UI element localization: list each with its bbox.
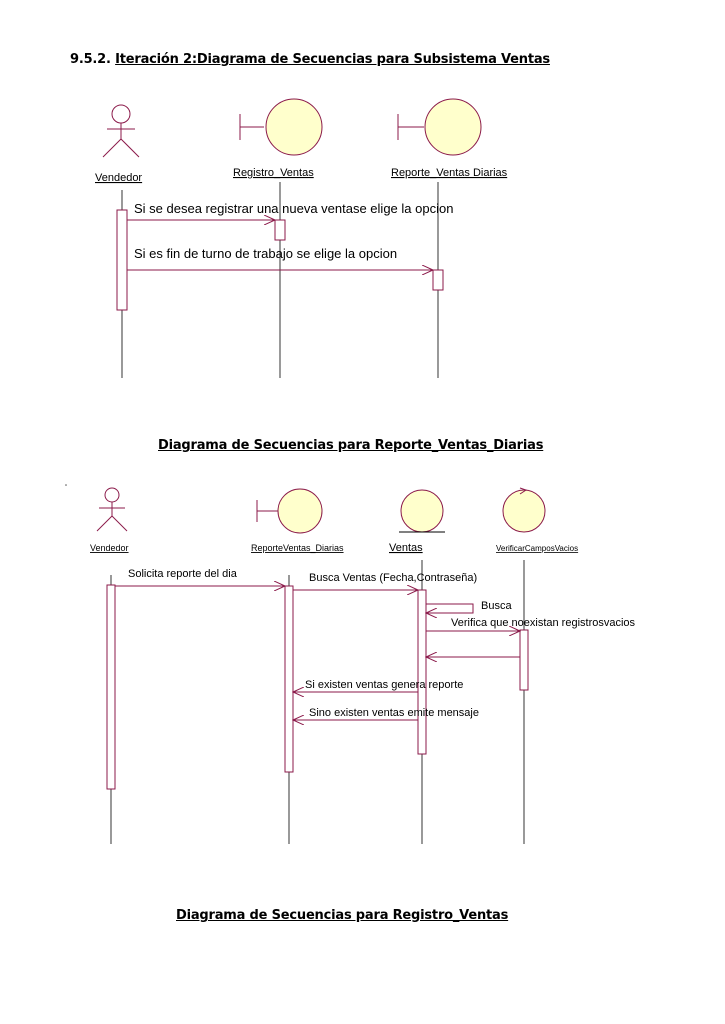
entity-label: Ventas bbox=[389, 542, 423, 554]
message-label: Si se desea registrar una nueva ventase … bbox=[134, 201, 453, 216]
message-label: Verifica que noexistan registrosvacios bbox=[451, 617, 636, 629]
diagram1: Vendedor Registro_Ventas Reporte_Ventas … bbox=[95, 98, 508, 378]
boundary-icon bbox=[239, 98, 323, 156]
boundary-label: ReporteVentas_Diarias bbox=[251, 543, 344, 553]
activation-bars bbox=[116, 209, 444, 311]
reporte-diagram-title-text: Diagrama de Secuencias para Reporte_Vent… bbox=[158, 438, 544, 453]
boundary2-label: Reporte_Ventas Diarias bbox=[391, 167, 508, 179]
dot-mark bbox=[65, 484, 67, 486]
entity-icon bbox=[399, 489, 445, 533]
boundary-icon bbox=[397, 98, 482, 156]
actor-label: Vendedor bbox=[90, 543, 129, 553]
registro-diagram-title-text: Diagrama de Secuencias para Registro_Ven… bbox=[176, 908, 509, 923]
boundary1-label: Registro_Ventas bbox=[233, 167, 314, 179]
control-icon bbox=[502, 487, 546, 533]
message-label: Solicita reporte del dia bbox=[128, 568, 238, 580]
message-label: Busca Ventas (Fecha,Contraseña) bbox=[309, 572, 477, 584]
message-label: Busca bbox=[481, 600, 512, 612]
message-label: Si es fin de turno de trabajo se elige l… bbox=[134, 246, 397, 261]
section-number: 9.5.2. bbox=[70, 52, 111, 67]
actor-icon bbox=[96, 487, 128, 532]
section-heading: 9.5.2. Iteración 2:Diagrama de Secuencia… bbox=[70, 52, 550, 67]
message-label: Sino existen ventas emite mensaje bbox=[309, 707, 479, 719]
diagram2: Vendedor ReporteVentas_Diarias Ventas Ve… bbox=[90, 487, 636, 844]
actor-label: Vendedor bbox=[95, 172, 142, 184]
boundary-icon bbox=[256, 488, 323, 534]
activation-bars bbox=[106, 584, 529, 790]
control-label: VerificarCamposVacios bbox=[496, 544, 578, 553]
lifelines bbox=[110, 560, 525, 844]
reporte-diagram-title: Diagrama de Secuencias para Reporte_Vent… bbox=[158, 438, 543, 453]
message-label: Si existen ventas genera reporte bbox=[305, 679, 463, 691]
section-title: Iteración 2:Diagrama de Secuencias para … bbox=[115, 52, 550, 67]
registro-diagram-title: Diagrama de Secuencias para Registro_Ven… bbox=[176, 908, 508, 923]
self-message-arrow bbox=[426, 603, 474, 613]
actor-icon bbox=[102, 104, 140, 158]
